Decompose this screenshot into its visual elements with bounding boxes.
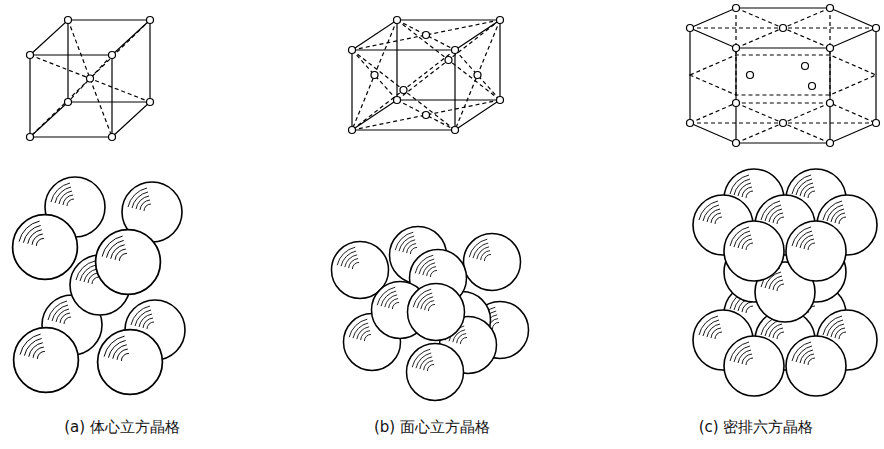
- figure-caption: (b) 面心立方晶格: [372, 418, 492, 437]
- bcc-unit-cell: [27, 17, 154, 141]
- hcp-unit-cell: [687, 5, 880, 147]
- fcc-unit-cell: [349, 17, 504, 134]
- hcp-sphere-model: [693, 169, 877, 396]
- fcc-sphere-model: [332, 227, 529, 401]
- bcc-sphere-model: [13, 177, 185, 394]
- figure-caption: (c) 密排六方晶格: [697, 418, 816, 437]
- figure-caption: (a) 体心立方晶格: [62, 418, 182, 437]
